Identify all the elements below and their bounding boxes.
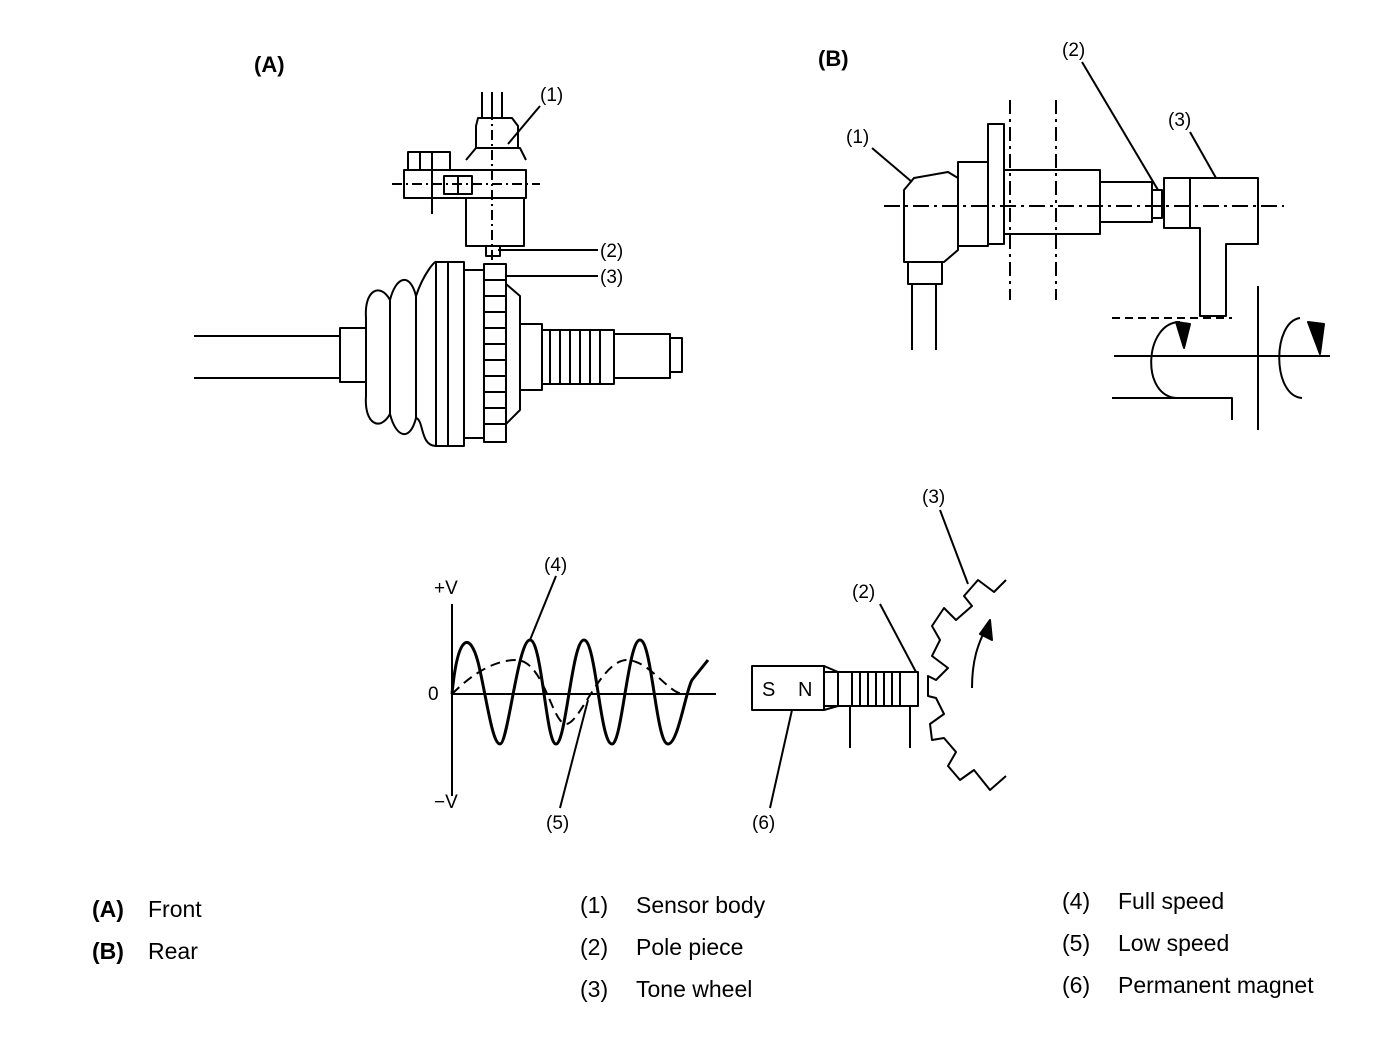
callout-a1: (1) [540,85,563,106]
front-axle-illustration: (A) [194,52,683,447]
magnetic-sensor-illustration: S N (2) (3) (6) [751,487,1007,834]
neg-voltage-label: −V [434,792,458,813]
panel-b-title: (B) [818,46,849,71]
legend-key: (6) [1062,972,1091,998]
callout-c2: (2) [852,582,875,603]
legend-item: (2) Pole piece [580,926,765,968]
permanent-magnet: S N [751,665,839,711]
callout-c5: (5) [546,813,569,834]
voltage-signal-graph: +V 0 −V (4) (5) [428,555,716,834]
legend-item: (A) Front [92,888,202,930]
legend-key: (4) [1062,888,1091,914]
legend-text: Tone wheel [636,976,753,1002]
legend-key: (2) [580,934,609,960]
rear-sensor-body [884,100,1284,350]
zero-label: 0 [428,684,439,705]
pos-voltage-label: +V [434,578,458,599]
legend-item: (1) Sensor body [580,884,765,926]
full-speed-waveform [450,638,710,746]
legend-parts: (1) Sensor body (2) Pole piece (3) Tone … [580,884,765,1010]
legend-panels: (A) Front (B) Rear [92,888,202,972]
legend-text: Sensor body [636,892,766,918]
legend-text: Permanent magnet [1118,972,1314,998]
legend-key: (5) [1062,930,1091,956]
callout-a3: (3) [600,267,623,288]
callout-c6: (6) [752,813,775,834]
legend-key: (A) [92,896,124,922]
legend-item: (4) Full speed [1062,880,1314,922]
rear-callouts: (1) (2) (3) [846,40,1217,191]
callout-b1: (1) [846,127,869,148]
legend-item: (B) Rear [92,930,202,972]
magnet-north-pole: N [798,679,812,701]
callout-c3: (3) [922,487,945,508]
rear-tone-wheel [1112,177,1330,430]
tone-wheel-teeth [927,579,1007,791]
legend-text: Pole piece [636,934,744,960]
callout-b3: (3) [1168,110,1191,131]
pole-piece-coil [837,671,919,748]
front-callouts: (1) (2) (3) [498,85,623,288]
low-speed-waveform [451,659,685,725]
legend-item: (5) Low speed [1062,922,1314,964]
rear-pole-piece [1151,189,1163,219]
legend-text: Full speed [1118,888,1225,914]
panel-a-title: (A) [254,52,285,77]
legend-item: (6) Permanent magnet [1062,964,1314,1006]
legend-item: (3) Tone wheel [580,968,765,1010]
legend-signals: (4) Full speed (5) Low speed (6) Permane… [1062,880,1314,1006]
legend-key: (1) [580,892,609,918]
magnet-south-pole: S [762,679,775,701]
legend-text: Rear [148,938,198,964]
legend-key: (3) [580,976,609,1002]
front-drive-shaft [194,260,683,447]
callout-a2: (2) [600,241,623,262]
front-sensor-body [392,110,540,262]
callout-c4: (4) [544,555,567,576]
callout-b2: (2) [1062,40,1085,61]
rear-axle-illustration: (B) [818,40,1330,430]
legend-key: (B) [92,938,124,964]
legend-text: Low speed [1118,930,1230,956]
legend-text: Front [148,896,202,922]
